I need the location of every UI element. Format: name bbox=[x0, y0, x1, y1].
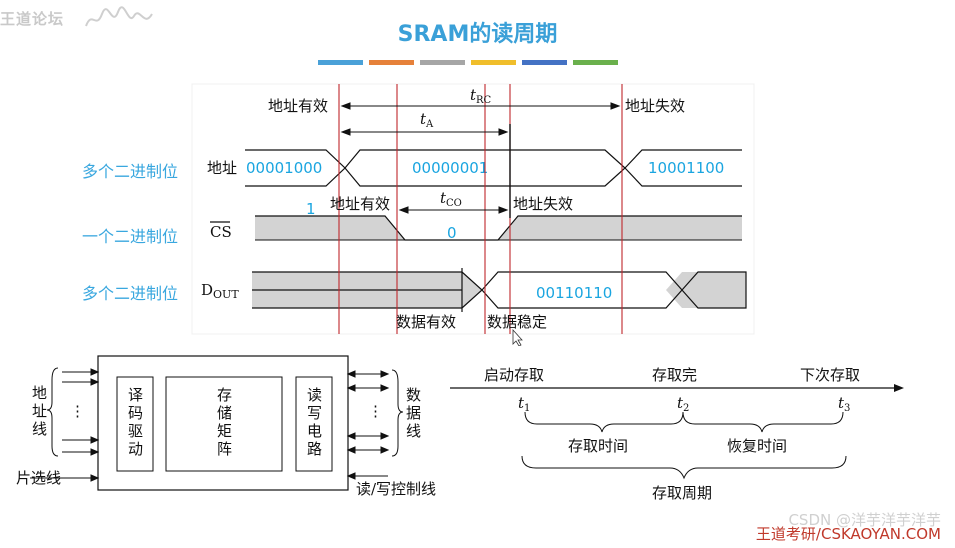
trc-label: tRC bbox=[470, 86, 492, 106]
title-color-bars bbox=[318, 60, 628, 66]
address-line-label: 地址线 bbox=[32, 384, 47, 438]
svg-text:线: 线 bbox=[406, 422, 421, 440]
access-done-label: 存取完 bbox=[652, 366, 697, 384]
svg-text:矩: 矩 bbox=[217, 422, 232, 440]
access-cycle-label: 存取周期 bbox=[652, 484, 712, 502]
page-title: SRAM的读周期 bbox=[397, 22, 558, 47]
rw-control-label: 读/写控制线 bbox=[356, 480, 436, 498]
color-bar-1 bbox=[318, 60, 363, 65]
cs-waveform bbox=[255, 215, 742, 241]
color-bar-6 bbox=[573, 60, 618, 65]
svg-text:驱: 驱 bbox=[128, 422, 143, 440]
color-bar-4 bbox=[471, 60, 516, 65]
rw-circuit-text: 读 写 电 路 bbox=[307, 386, 322, 458]
row-label-address: 多个二进制位 bbox=[82, 162, 179, 181]
color-bar-3 bbox=[420, 60, 465, 65]
svg-text:动: 动 bbox=[128, 440, 143, 458]
row-label-dout: 多个二进制位 bbox=[82, 284, 179, 303]
logo-scribble bbox=[85, 6, 153, 27]
tco-label: tCO bbox=[440, 189, 462, 209]
addr-valid-label: 地址有效 bbox=[268, 97, 328, 115]
cs-valid-label: 地址有效 bbox=[330, 195, 390, 213]
data-dots: ⋮ bbox=[368, 402, 383, 420]
decoder-box bbox=[116, 376, 154, 472]
address-bus bbox=[245, 149, 742, 187]
t2-label: t2 bbox=[677, 394, 689, 414]
address-dots: ⋮ bbox=[70, 402, 85, 420]
dout-waveform bbox=[252, 268, 747, 312]
recovery-time-label: 恢复时间 bbox=[727, 437, 787, 455]
svg-text:路: 路 bbox=[307, 440, 322, 458]
addr-value-before: 00001000 bbox=[246, 159, 322, 177]
data-line-arrows bbox=[346, 369, 404, 480]
array-text: 存 储 矩 阵 bbox=[217, 386, 232, 458]
color-bar-5 bbox=[522, 60, 567, 65]
svg-text:译: 译 bbox=[128, 386, 143, 404]
cs-high-value: 1 bbox=[306, 200, 316, 218]
next-access-label: 下次存取 bbox=[800, 366, 860, 384]
array-box bbox=[165, 376, 283, 472]
footer-brand: 王道考研/CSKAOYAN.COM bbox=[755, 525, 941, 543]
site-logo-text: 王道论坛 bbox=[0, 10, 65, 28]
svg-text:存: 存 bbox=[217, 386, 232, 404]
address-line-arrows bbox=[30, 367, 100, 482]
addr-value-after: 10001100 bbox=[648, 159, 724, 177]
addr-signal-name: 地址 bbox=[207, 159, 237, 177]
trc-arrow bbox=[340, 102, 621, 110]
svg-text:线: 线 bbox=[32, 420, 47, 438]
tco-arrow bbox=[398, 206, 509, 214]
csdn-watermark: CSDN @洋芋洋芋洋芋 bbox=[788, 511, 941, 529]
t3-label: t3 bbox=[838, 394, 850, 414]
rw-circuit-box bbox=[295, 376, 333, 472]
svg-text:阵: 阵 bbox=[217, 440, 232, 458]
addr-invalid-label: 地址失效 bbox=[625, 97, 685, 115]
svg-text:写: 写 bbox=[307, 404, 322, 422]
data-valid-label: 数据有效 bbox=[396, 313, 456, 331]
dout-signal-name: DOUT bbox=[201, 281, 239, 301]
svg-text:码: 码 bbox=[128, 404, 143, 422]
svg-text:储: 储 bbox=[217, 404, 232, 422]
svg-text:址: 址 bbox=[32, 402, 47, 420]
row-label-cs: 一个二进制位 bbox=[82, 227, 179, 246]
decoder-text: 译 码 驱 动 bbox=[128, 386, 143, 458]
cs-signal-name: CS bbox=[210, 223, 232, 241]
cycle-panel bbox=[440, 346, 906, 506]
ta-label: tA bbox=[420, 110, 434, 130]
svg-text:读: 读 bbox=[307, 386, 322, 404]
chip-outline bbox=[97, 355, 349, 491]
color-bar-2 bbox=[369, 60, 414, 65]
mouse-cursor-icon bbox=[512, 328, 523, 347]
ta-arrow bbox=[340, 128, 509, 136]
addr-value-valid: 00000001 bbox=[412, 159, 488, 177]
data-line-label: 数据线 bbox=[406, 386, 421, 440]
cs-low-value: 0 bbox=[447, 224, 457, 242]
svg-text:据: 据 bbox=[406, 404, 421, 422]
block-panel bbox=[12, 350, 430, 498]
svg-text:电: 电 bbox=[307, 422, 322, 440]
svg-text:数: 数 bbox=[406, 386, 421, 404]
dout-value: 00110110 bbox=[536, 284, 612, 302]
cs-invalid-label: 地址失效 bbox=[513, 195, 573, 213]
time-axis-arrowhead bbox=[894, 384, 904, 392]
data-stable-label: 数据稳定 bbox=[487, 313, 547, 331]
cycle-braces bbox=[521, 411, 847, 480]
start-access-label: 启动存取 bbox=[484, 366, 544, 384]
t1-label: t1 bbox=[518, 394, 530, 414]
chip-select-label: 片选线 bbox=[16, 469, 61, 487]
svg-text:地: 地 bbox=[32, 384, 47, 402]
access-time-label: 存取时间 bbox=[568, 437, 628, 455]
